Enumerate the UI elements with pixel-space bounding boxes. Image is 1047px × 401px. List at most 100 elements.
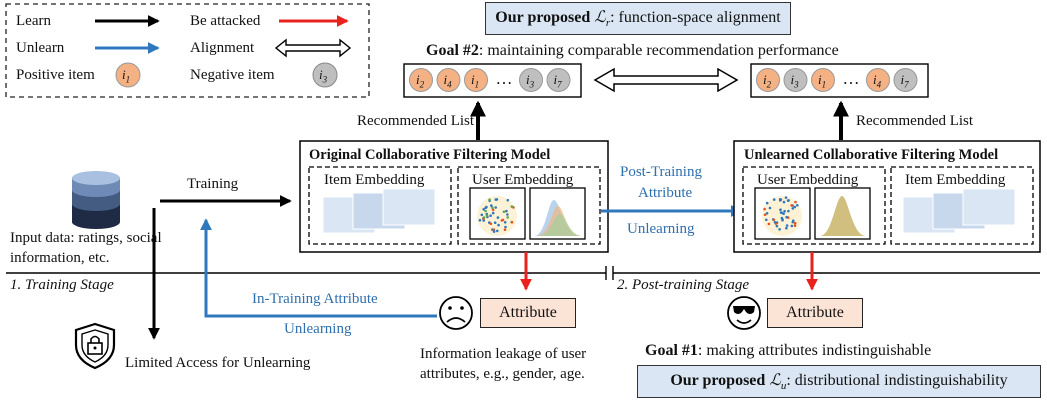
scatter-dot: [765, 218, 768, 222]
scatter-dot: [778, 228, 781, 231]
unlearned-user-embedding-box: [742, 166, 886, 245]
in-training-label-line1: In-Training Attribute: [252, 291, 378, 307]
positive-item-circle: [464, 68, 488, 92]
alignment-arrow: [593, 67, 739, 93]
original-item-embedding-tiles: [322, 188, 436, 234]
recommended-list-right-label: Recommended List: [856, 113, 974, 129]
in-training-arrow: [200, 218, 437, 318]
original-model-title: Original Collaborative Filtering Model: [309, 147, 551, 163]
scatter-dot: [763, 213, 767, 216]
unlearned-user-embedding-label: User Embedding: [757, 172, 859, 188]
item-token: i4: [443, 72, 452, 90]
scatter-dot: [504, 225, 507, 229]
unlearned-user-distribution: [820, 196, 866, 236]
scatter-dot: [488, 198, 491, 201]
scatter-dot: [503, 228, 507, 231]
callout-distributional-indistinguishability: Our proposed ℒu: distributional indistin…: [637, 365, 1041, 398]
positive-item-circle: [409, 68, 433, 92]
training-label: Training: [187, 176, 239, 192]
positive-item-circle: [866, 68, 890, 92]
scatter-dot: [780, 211, 783, 214]
item-token: i3: [790, 72, 799, 90]
unlearned-model-title: Unlearned Collaborative Filtering Model: [744, 147, 999, 163]
scatter-dot: [489, 214, 492, 217]
in-training-label-line2: Unlearning: [284, 321, 352, 337]
sad-face-icon: [439, 296, 473, 330]
input-data-label-line1: Input data: ratings, social: [10, 230, 162, 246]
stage1-label: 1. Training Stage: [10, 277, 114, 293]
legend: [5, 3, 370, 98]
original-user-distributions: [534, 200, 583, 236]
scatter-dot: [793, 221, 797, 225]
negative-item-circle: [519, 68, 543, 92]
unlearned-item-embedding-box: [890, 166, 1034, 245]
scatter-dot: [492, 228, 496, 231]
scatter-dot: [775, 224, 779, 228]
scatter-dot: [485, 214, 489, 217]
scatter-dot: [791, 207, 795, 210]
scatter-dot: [489, 222, 493, 225]
scatter-dot: [785, 226, 788, 230]
scatter-dot: [783, 209, 786, 213]
legend-negative-item-label: Negative item: [190, 67, 275, 83]
scatter-dot: [790, 204, 793, 207]
scatter-dot: [781, 218, 784, 222]
scatter-dot: [484, 209, 487, 213]
item-token: i3: [526, 72, 535, 90]
negative-item-circle: [893, 68, 918, 92]
scatter-dot: [765, 201, 769, 205]
scatter-dot: [782, 200, 786, 204]
scatter-dot: [493, 221, 497, 224]
scatter-dot: [785, 224, 789, 227]
scatter-dot: [491, 206, 494, 209]
original-item-embedding-box: [308, 166, 452, 245]
scatter-dot: [765, 212, 769, 215]
scatter-dot: [768, 206, 772, 210]
scatter-dot: [506, 198, 510, 202]
attribute-box-left: Attribute: [480, 298, 576, 328]
scatter-dot: [784, 196, 788, 199]
item-token: i7: [553, 72, 562, 90]
scatter-dot: [793, 205, 797, 209]
positive-item-circle: [811, 68, 835, 92]
post-training-label-line1: Post-Training: [620, 164, 702, 180]
legend-unlearn-label: Unlearn: [16, 40, 65, 56]
scatter-dot: [485, 205, 488, 209]
scatter-dot: [490, 204, 493, 207]
scatter-dot: [491, 211, 495, 215]
recommended-list-left-label: Recommended List: [357, 113, 475, 129]
shield-lock-icon: [74, 322, 116, 370]
scatter-dot: [494, 206, 498, 209]
list-ellipsis: …: [495, 69, 513, 88]
goal2-text: Goal #2: maintaining comparable recommen…: [426, 42, 839, 59]
positive-item-circle: [756, 68, 780, 92]
scatter-dot: [787, 209, 790, 213]
scatter-dot: [773, 221, 777, 224]
negative-item-circle: [546, 68, 571, 92]
input-data-label-line2: information, etc.: [10, 250, 110, 266]
goal1-text: Goal #1: making attributes indistinguish…: [645, 342, 932, 359]
scatter-dot: [510, 205, 514, 208]
positive-item-circle: [436, 68, 461, 92]
item-token: i7: [900, 72, 909, 90]
leakage-label-line1: Information leakage of user: [420, 346, 587, 362]
scatter-dot: [482, 216, 486, 219]
scatter-dot: [491, 208, 495, 212]
item-token: i2: [416, 72, 425, 90]
scatter-dot: [510, 221, 514, 224]
item-token: i1: [818, 72, 827, 90]
post-training-label-line3: Unlearning: [627, 221, 695, 237]
legend-positive-item-label: Positive item: [16, 67, 95, 83]
recommended-list-left: [403, 63, 582, 98]
scatter-dot: [505, 209, 508, 213]
callout-function-space-alignment: Our proposed ℒr: function-space alignmen…: [485, 2, 791, 35]
scatter-dot: [791, 220, 795, 224]
scatter-dot: [790, 224, 794, 228]
list-ellipsis: …: [842, 69, 860, 88]
scatter-dot: [506, 216, 510, 219]
scatter-dot: [506, 213, 509, 216]
original-user-scatter-points: [478, 198, 515, 233]
scatter-dot: [480, 213, 484, 217]
item-token: i4: [873, 72, 882, 90]
recommended-list-right: [750, 63, 929, 98]
